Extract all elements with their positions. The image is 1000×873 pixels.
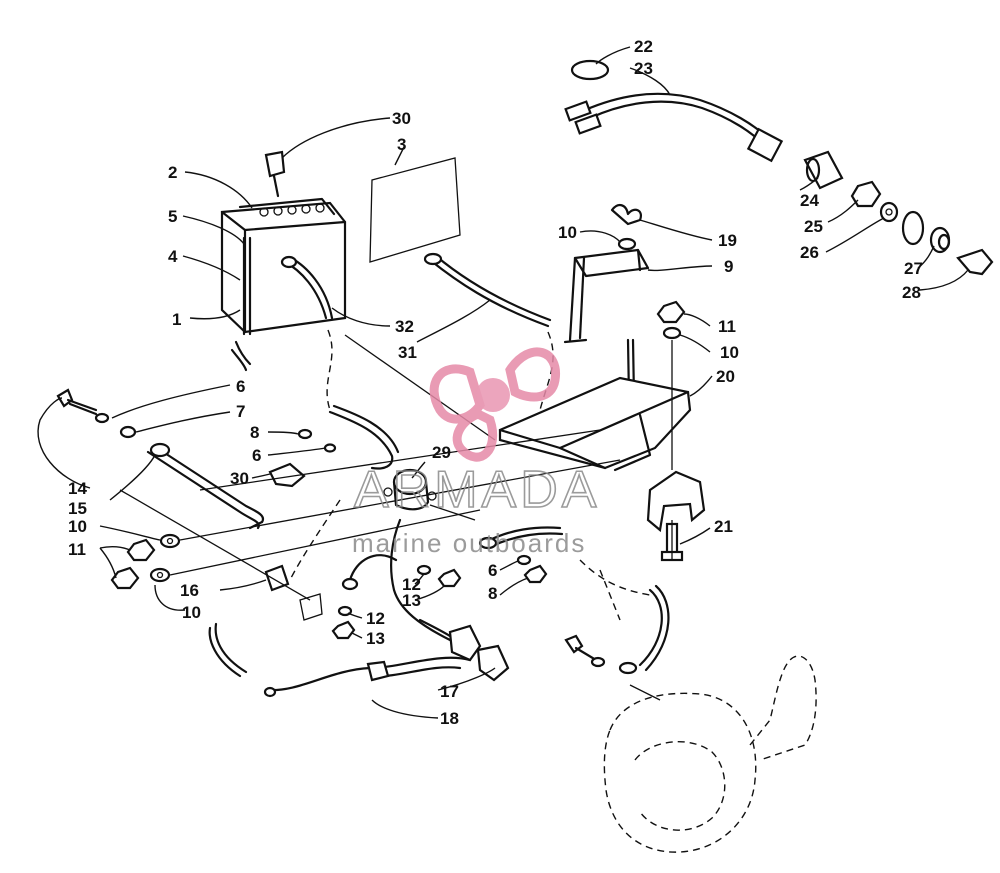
armada-watermark: ARMADA marine outboards	[352, 347, 600, 558]
callout-5: 5	[168, 207, 177, 226]
watermark-tagline: marine outboards	[352, 528, 586, 558]
washer-12-center	[416, 564, 432, 576]
starter-solenoid	[383, 468, 437, 511]
tray-nut	[656, 300, 686, 324]
nut-13-lower	[331, 620, 356, 640]
callout-10-bracket: 10	[558, 223, 577, 242]
battery-tray	[498, 376, 692, 472]
solenoid-cable-right	[478, 526, 564, 550]
wiring-harness-18	[208, 622, 472, 698]
cable-boot-30-lower	[268, 462, 306, 488]
callout-10-lower: 10	[182, 603, 201, 622]
callout-1: 1	[172, 310, 181, 329]
callout-6-right: 6	[488, 561, 497, 580]
callout-15: 15	[68, 499, 87, 518]
callout-30-lower: 30	[230, 469, 249, 488]
callout-13-lower: 13	[366, 629, 385, 648]
battery-cable-positive	[423, 252, 552, 328]
ignition-switch	[803, 150, 844, 190]
wiring-harness-17	[418, 618, 510, 682]
callout-20: 20	[716, 367, 735, 386]
battery-bracket	[563, 248, 650, 344]
callout-31: 31	[398, 343, 417, 362]
callout-11-tray: 11	[718, 317, 736, 336]
flat-washer-left	[119, 425, 137, 439]
callout-12-lower: 12	[366, 609, 385, 628]
washer-10-left	[159, 533, 181, 549]
callout-10-left: 10	[68, 517, 87, 536]
callout-22: 22	[634, 37, 653, 56]
switch-nut	[850, 180, 882, 208]
spacer-16	[264, 564, 323, 621]
callout-10-tray: 10	[720, 343, 739, 362]
callout-23: 23	[634, 59, 653, 78]
callout-4: 4	[168, 247, 178, 266]
callout-6-upper: 6	[236, 377, 245, 396]
callout-19: 19	[718, 231, 737, 250]
callout-8-middle: 8	[250, 423, 259, 442]
key-boot	[901, 210, 951, 254]
nut-8-right	[523, 564, 548, 584]
leader-lines	[37, 46, 969, 719]
ground-cable	[564, 584, 670, 675]
lock-washer-left	[94, 412, 110, 424]
callout-17: 17	[440, 682, 459, 701]
nut-13-center	[437, 568, 462, 588]
callout-2: 2	[168, 163, 177, 182]
callout-3: 3	[397, 135, 406, 154]
callout-30-top: 30	[392, 109, 411, 128]
routing-lines	[119, 329, 673, 701]
callout-24: 24	[800, 191, 819, 210]
long-bolt	[56, 388, 98, 416]
callout-26: 26	[800, 243, 819, 262]
callout-11-left: 11	[68, 540, 86, 559]
washer-8-middle	[297, 428, 313, 440]
flywheel-outline	[603, 655, 817, 853]
nut-11-upper	[126, 538, 156, 562]
nut-11-lower	[110, 566, 140, 590]
callout-28: 28	[902, 283, 921, 302]
solenoid-jumper-cable	[328, 404, 400, 470]
solenoid-lead-wire	[341, 518, 452, 642]
wire-retainer-clip	[570, 59, 610, 81]
tray-mount-bracket	[646, 470, 706, 533]
battery-hold-down-strap	[230, 236, 252, 372]
watermark-brand: ARMADA	[354, 461, 600, 519]
tray-washer	[662, 326, 682, 340]
callout-9: 9	[724, 257, 733, 276]
callout-12-center: 12	[402, 575, 421, 594]
ignition-key	[956, 248, 994, 276]
callout-18: 18	[440, 709, 459, 728]
callout-16: 16	[180, 581, 199, 600]
switch-washer	[879, 201, 899, 223]
callout-29: 29	[432, 443, 451, 462]
wing-nut	[610, 204, 642, 226]
callout-6-middle: 6	[252, 446, 261, 465]
battery-vent-cap	[264, 150, 286, 198]
callout-21: 21	[714, 517, 733, 536]
callout-32: 32	[395, 317, 414, 336]
callout-labels: 30 3 2 5 4 1 32 31 22 23 24 25 26 27 28 …	[68, 37, 923, 728]
washer-6-right	[516, 554, 532, 566]
callout-7: 7	[236, 402, 245, 421]
bracket-washer-top	[617, 237, 637, 251]
callout-25: 25	[804, 217, 823, 236]
washer-6-middle	[323, 443, 337, 453]
battery-cable-negative	[280, 255, 334, 320]
callout-27: 27	[904, 259, 923, 278]
callout-14: 14	[68, 479, 87, 498]
key-switch-harness	[564, 92, 784, 163]
callout-8-right: 8	[488, 584, 497, 603]
washer-10-lower	[149, 567, 171, 583]
propeller-logo	[429, 347, 560, 462]
callout-13-center: 13	[402, 591, 421, 610]
battery-cover-sheet	[369, 157, 461, 263]
